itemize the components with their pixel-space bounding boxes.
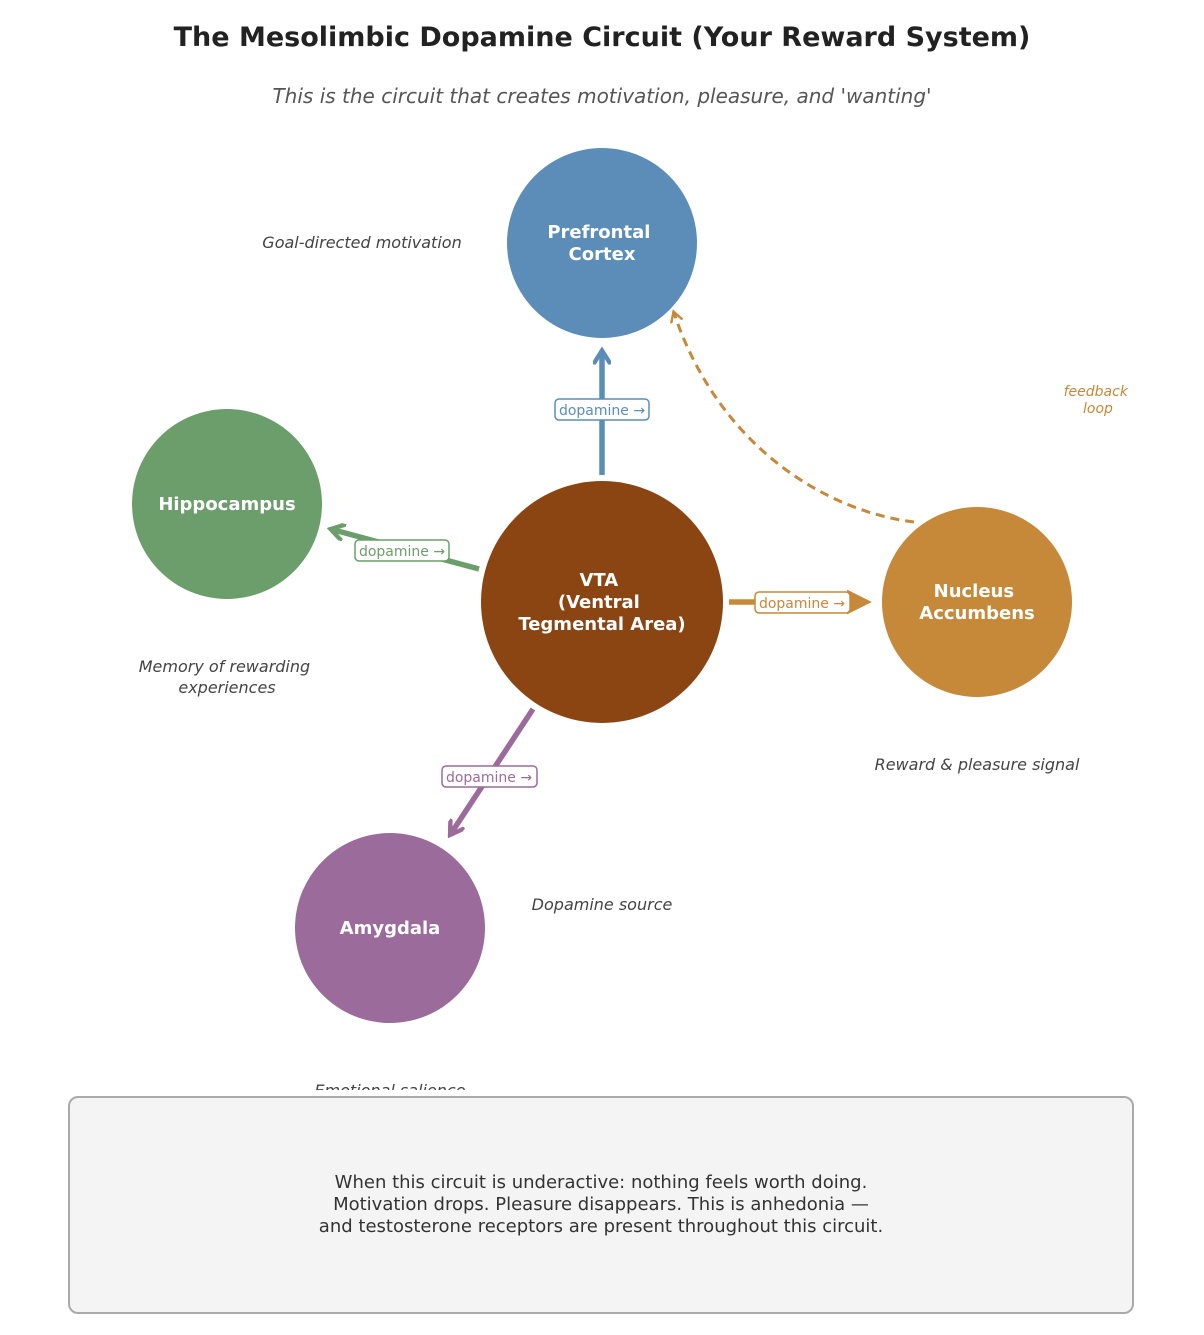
- feedback-loop-label: feedback loop: [1064, 384, 1133, 417]
- feedback-loop-arrow: [674, 313, 915, 524]
- feedback-loop-label-line: feedback: [1064, 384, 1129, 400]
- svg-text:VTA (Ventral Tegme: VTA (Ventral Tegmental Area): [518, 570, 685, 635]
- desc-line: Memory of rewarding: [139, 657, 310, 676]
- svg-text:Nucleus Accumbens: Nucleus Accumbens: [919, 581, 1034, 624]
- node-label-line: Prefrontal: [547, 222, 650, 243]
- edge-label-text: dopamine →: [559, 403, 645, 419]
- desc-nucleus: Reward & pleasure signal: [875, 755, 1080, 774]
- node-label-line: Amygdala: [340, 918, 441, 939]
- node-label-line: Tegmental Area): [518, 614, 685, 635]
- node-label-line: Accumbens: [919, 603, 1034, 624]
- note-line: Motivation drops. Pleasure disappears. T…: [333, 1194, 869, 1215]
- edge-label-text: dopamine →: [759, 596, 845, 612]
- anhedonia-note-box: When this circuit is underactive: nothin…: [68, 1096, 1134, 1314]
- svg-text:Amygdala: Amygdala: [340, 918, 441, 939]
- edge-label-nucleus: dopamine →: [754, 591, 851, 614]
- edge-label-prefrontal: dopamine →: [554, 398, 650, 421]
- desc-prefrontal: Goal-directed motivation: [262, 233, 461, 252]
- circuit-diagram: feedback loop dopamine → dopamine → dopa…: [132, 148, 1133, 1090]
- diagram-title: The Mesolimbic Dopamine Circuit (Your Re…: [173, 22, 1031, 53]
- node-label-line: VTA: [579, 570, 618, 591]
- node-label-line: (Ventral: [558, 592, 640, 613]
- diagram-subtitle: This is the circuit that creates motivat…: [272, 84, 932, 108]
- feedback-loop-label-line: loop: [1083, 401, 1113, 417]
- node-prefrontal-cortex: Prefrontal Cortex: [507, 148, 697, 338]
- node-vta: VTA (Ventral Tegmental Area): [481, 481, 723, 723]
- desc-hippocampus: Memory of rewarding experiences: [139, 657, 316, 697]
- svg-text:Prefrontal Cortex: Prefrontal Cortex: [547, 222, 656, 265]
- note-line: and testosterone receptors are present t…: [318, 1216, 884, 1237]
- edge-label-text: dopamine →: [359, 544, 445, 560]
- edge-label-text: dopamine →: [446, 770, 532, 786]
- note-line: When this circuit is underactive: nothin…: [334, 1172, 868, 1193]
- node-hippocampus: Hippocampus: [132, 409, 322, 599]
- node-label-line: Nucleus: [934, 581, 1014, 602]
- desc-vta: Dopamine source: [532, 895, 673, 914]
- node-label-line: Hippocampus: [158, 494, 295, 515]
- edge-label-amygdala: dopamine →: [441, 765, 538, 788]
- edge-label-hippocampus: dopamine →: [354, 539, 450, 562]
- node-label-line: Cortex: [569, 244, 636, 265]
- anhedonia-note-text: When this circuit is underactive: nothin…: [319, 1172, 883, 1238]
- desc-amygdala: Emotional salience: [314, 1081, 465, 1090]
- node-amygdala: Amygdala: [295, 833, 485, 1023]
- node-nucleus-accumbens: Nucleus Accumbens: [882, 507, 1072, 697]
- desc-line: experiences: [178, 678, 275, 697]
- svg-text:Hippocampus: Hippocampus: [158, 494, 295, 515]
